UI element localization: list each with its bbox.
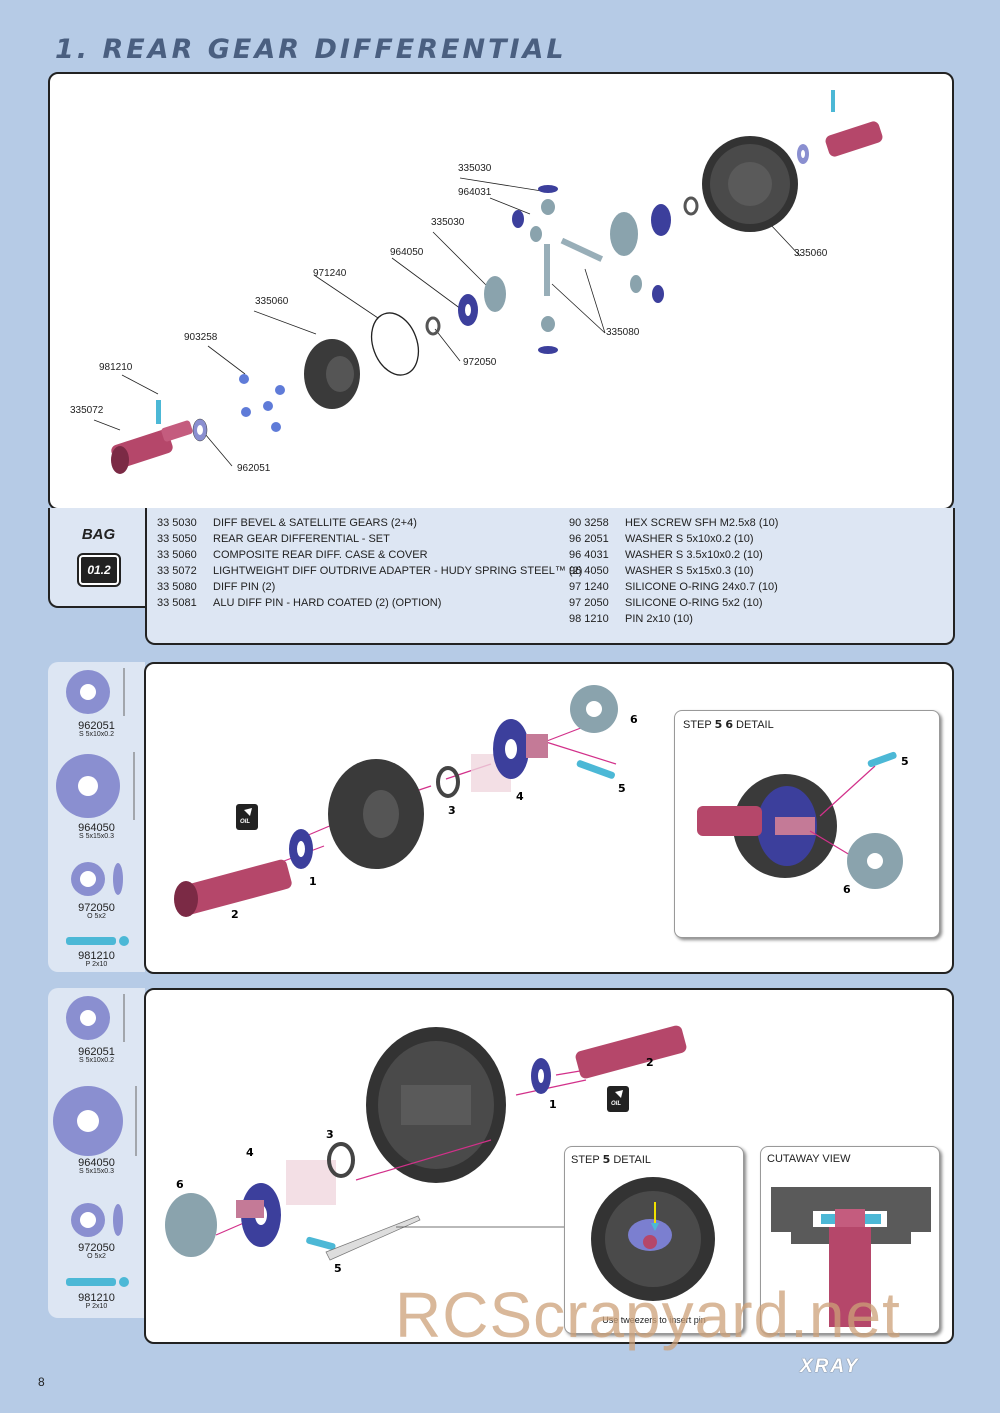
step1-panel: OIL 1 2 3 4 5 6 STEP 5 6 DETAIL 5 6 — [144, 662, 954, 974]
step1-outdrive — [174, 859, 292, 917]
label-964031: 964031 — [458, 187, 492, 198]
step1-detail-box: STEP 5 6 DETAIL 5 6 — [674, 710, 940, 938]
step2-drawing — [165, 1025, 687, 1261]
oil-label: OIL — [240, 819, 250, 825]
label-335072: 335072 — [70, 405, 104, 416]
marker: 4 — [516, 790, 524, 803]
side-parts-drawing-1 — [56, 668, 135, 946]
outdrive-left — [111, 420, 193, 474]
marker: 3 — [326, 1128, 334, 1141]
bag-code: 01.2 — [77, 553, 121, 587]
marker: 4 — [246, 1146, 254, 1159]
label-335030-b: 335030 — [431, 217, 465, 228]
marker: 1 — [549, 1098, 557, 1111]
exploded-view-drawing — [93, 90, 883, 474]
marker: 5 — [618, 782, 626, 795]
cutaway-drawing — [771, 1187, 931, 1327]
label-981210: 981210 — [99, 362, 133, 373]
label-962051: 962051 — [237, 463, 271, 474]
marker: 6 — [176, 1178, 184, 1191]
oil-label: OIL — [611, 1101, 621, 1107]
detail-title: STEP 5 6 DETAIL — [683, 718, 774, 731]
label-964050: 964050 — [390, 247, 424, 258]
watermark: RCScrapyard.net — [395, 1279, 901, 1351]
marker: 2 — [231, 908, 239, 921]
label-335030-a: 335030 — [458, 163, 492, 174]
marker: 2 — [646, 1056, 654, 1069]
detail-marker: 6 — [843, 883, 851, 896]
label-335060-a: 335060 — [255, 296, 289, 307]
marker: 6 — [630, 713, 638, 726]
step2-panel: OIL 1 2 3 4 5 6 STEP 5 DETAIL Use tweeze… — [144, 988, 954, 1344]
label-971240: 971240 — [313, 268, 347, 279]
exploded-view-panel: 335030 964031 335030 964050 971240 33506… — [48, 72, 954, 510]
label-972050: 972050 — [463, 357, 497, 368]
step2-detail-box: STEP 5 DETAIL Use tweezers to insert pin — [564, 1146, 744, 1334]
cutaway-title: CUTAWAY VIEW — [767, 1153, 851, 1165]
detail-title: STEP 5 DETAIL — [571, 1153, 652, 1166]
bag-label: BAG — [81, 526, 116, 543]
oil-icon — [607, 1086, 629, 1112]
bag-box: BAG 01.2 — [48, 508, 147, 608]
step2-detail-drawing — [591, 1177, 715, 1301]
oil-icon — [236, 804, 258, 830]
marker: 3 — [448, 804, 456, 817]
label-903258: 903258 — [184, 332, 218, 343]
page-title: 1. REAR GEAR DIFFERENTIAL — [55, 34, 567, 65]
cutaway-view-box: CUTAWAY VIEW — [760, 1146, 940, 1334]
marker: 1 — [309, 875, 317, 888]
tweezers-note: Use tweezers to insert pin — [602, 1315, 706, 1325]
marker: 5 — [334, 1262, 342, 1275]
brand-logo: XRAY — [800, 1356, 860, 1377]
step1-detail-drawing — [697, 751, 903, 889]
page-number: 8 — [38, 1375, 45, 1389]
step1-drawing — [174, 685, 618, 917]
label-335060-b: 335060 — [794, 248, 828, 259]
detail-marker: 5 — [901, 755, 909, 768]
label-335080: 335080 — [606, 327, 640, 338]
side-parts-drawing-2 — [53, 994, 137, 1287]
